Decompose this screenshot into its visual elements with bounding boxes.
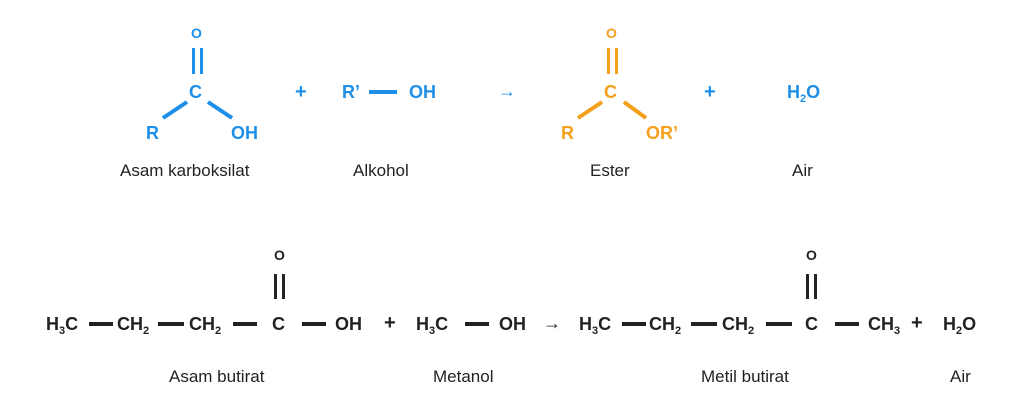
plus-sign-3: + [384,312,396,334]
butyric-carbonyl-oxygen: O [274,247,285,263]
alcohol-single-bond [369,90,397,94]
alcohol-label: Alkohol [353,161,409,180]
ester-label: Ester [590,161,630,180]
butyric-carbon: C [272,314,285,334]
butyric-acid-label: Asam butirat [169,367,265,386]
ester-carbon-2: C [805,314,818,334]
water-formula: H2O [787,82,821,105]
methanol-h3c: H3C [416,314,449,337]
plus-sign-2: + [704,81,716,103]
acid-r-group: R [146,123,159,143]
ester-r-group: R [561,123,574,143]
acid-carbon: C [189,82,202,102]
methanol-hydroxyl: OH [499,314,526,334]
ester-double-bond-line-a [806,274,809,299]
alcohol-hydroxyl: OH [409,82,436,102]
butyric-bond-1 [89,322,113,326]
reaction-arrow-1: → [498,81,516,101]
acid-double-bond-line-2 [200,48,203,74]
ester-ch2-b: CH2 [722,314,755,337]
ester-bond-3 [766,322,792,326]
alcohol-r-group: R’ [342,82,360,102]
reaction-arrow-2: → [543,313,561,333]
ester-c-or-bond [622,100,648,120]
butyric-ch2-b: CH2 [189,314,222,337]
acid-c-oh-bond [206,100,234,120]
butyric-hydroxyl: OH [335,314,362,334]
butyric-h3c: H3C [46,314,79,337]
ester-or-group: OR’ [646,123,679,143]
butyric-ch2-a: CH2 [117,314,150,337]
ester-bond-2 [691,322,717,326]
ester-carbonyl-oxygen: O [606,25,617,41]
water-label: Air [792,161,813,180]
ester-bond-4 [835,322,859,326]
acid-c-r-bond [161,100,189,120]
ester-double-bond-line-1 [607,48,610,74]
ester-ch2-a: CH2 [649,314,682,337]
acid-double-bond-line-1 [192,48,195,74]
methyl-butyrate-label: Metil butirat [701,367,789,386]
acid-hydroxyl: OH [231,123,258,143]
plus-sign-4: + [911,312,923,334]
ester-double-bond-line-2 [615,48,618,74]
ester-double-bond-line-b [814,274,817,299]
ester-bond-1 [622,322,646,326]
butyric-double-bond-line-1 [274,274,277,299]
butyric-bond-4 [302,322,326,326]
water-label-2: Air [950,367,971,386]
water-formula-2: H2O [943,314,977,337]
acid-carbonyl-oxygen: O [191,25,202,41]
acid-label: Asam karboksilat [120,161,250,180]
methanol-label: Metanol [433,367,494,386]
butyric-bond-3 [233,322,257,326]
ester-ch3: CH3 [868,314,901,337]
ester-carbonyl-oxygen-2: O [806,247,817,263]
ester-h3c: H3C [579,314,612,337]
ester-carbon: C [604,82,617,102]
plus-sign-1: + [295,81,307,103]
ester-c-r-bond [576,100,604,120]
methanol-bond [465,322,489,326]
butyric-bond-2 [158,322,184,326]
butyric-double-bond-line-2 [282,274,285,299]
